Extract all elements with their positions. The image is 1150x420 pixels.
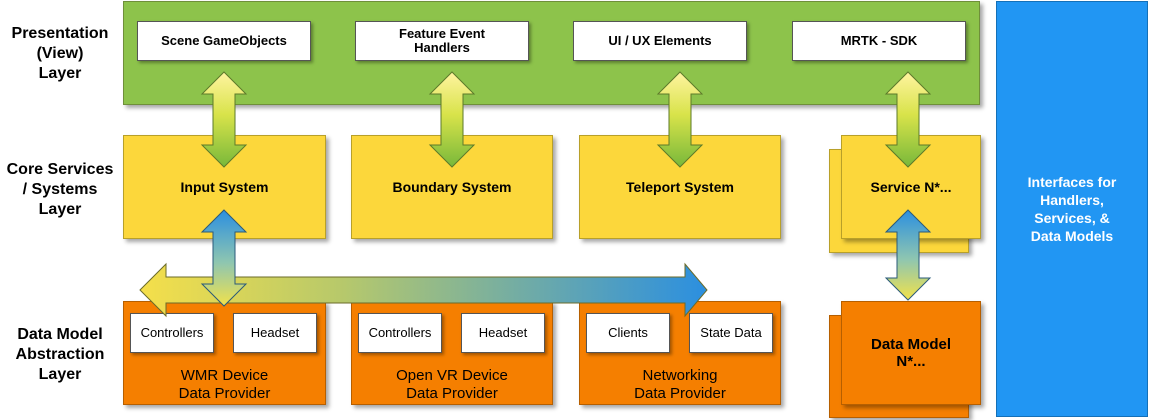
feature-event-handlers-box: Feature Event Handlers [355,21,529,61]
wmr-headset-box: Headset [233,313,317,353]
openvr-headset-box: Headset [461,313,545,353]
wmr-controllers-box: Controllers [130,313,214,353]
mrtk-sdk-box: MRTK - SDK [792,21,966,61]
networking-provider-label: Networking Data Provider [634,367,726,402]
arrow-service-data [884,209,932,301]
layer-label-core: Core Services / Systems Layer [6,161,114,218]
layer-label-presentation: Presentation (View) Layer [11,25,109,82]
openvr-provider-label: Open VR Device Data Provider [396,367,508,402]
openvr-controllers-box: Controllers [358,313,442,353]
arrow-boundary-presentation [428,71,476,168]
layer-label-data-model: Data Model Abstraction Layer [15,326,105,383]
ui-ux-elements-box: UI / UX Elements [573,21,747,61]
scene-gameobjects-box: Scene GameObjects [137,21,311,61]
networking-state-data-box: State Data [689,313,773,353]
interfaces-panel: Interfaces for Handlers, Services, & Dat… [996,1,1148,417]
arrow-input-data [200,209,248,307]
networking-clients-box: Clients [586,313,670,353]
wmr-provider-label: WMR Device Data Provider [178,367,271,402]
horizontal-double-arrow [139,262,708,318]
data-model-n-box: Data Model N*... [841,301,981,405]
arrow-service-presentation [884,71,932,168]
arrow-teleport-presentation [656,71,704,168]
arrow-input-presentation [200,71,248,168]
